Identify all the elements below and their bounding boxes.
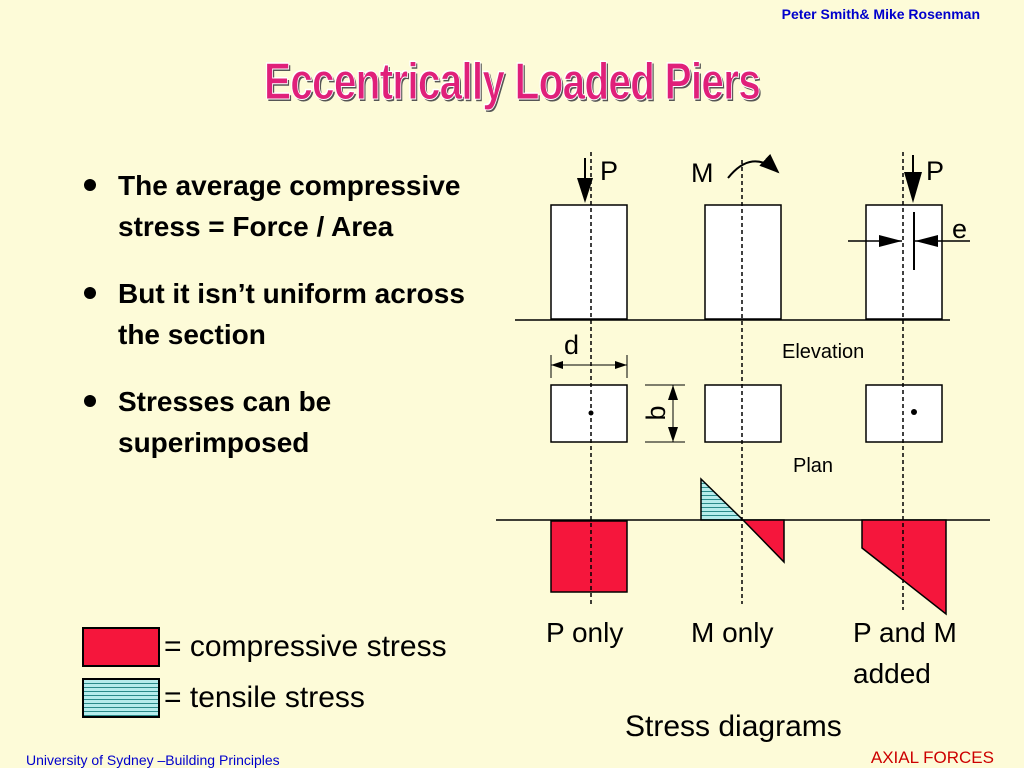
- label-plan: Plan: [793, 455, 833, 477]
- author-credit: Peter Smith& Mike Rosenman: [781, 6, 980, 22]
- pier-plan-pm: [865, 384, 943, 443]
- bullet-dot-icon: [84, 179, 96, 191]
- bullet-text: The average compressive stress = Force /…: [118, 170, 461, 242]
- pm-added-stress-block: [861, 519, 947, 616]
- bullet-text: Stresses can be superimposed: [118, 386, 332, 458]
- label-m: M: [691, 158, 714, 188]
- label-m-only: M only: [691, 617, 773, 648]
- load-arrow-p-icon: [577, 178, 593, 203]
- moment-arrow-icon: [727, 153, 780, 179]
- label-elevation: Elevation: [782, 341, 864, 363]
- b-arrow-top-icon: [668, 385, 678, 400]
- e-arrow-right-icon: [915, 235, 938, 247]
- bullet-list: The average compressive stress = Force /…: [84, 165, 484, 489]
- label-d: d: [564, 330, 579, 360]
- d-arrow-right-icon: [615, 361, 627, 369]
- compressive-label: = compressive stress: [164, 630, 447, 663]
- label-p-right: P: [926, 156, 944, 186]
- load-point-pm: [911, 409, 917, 415]
- bullet-dot-icon: [84, 287, 96, 299]
- bullet-item: The average compressive stress = Force /…: [84, 165, 484, 247]
- e-arrow-left-icon: [879, 235, 902, 247]
- pier-elevation-m: [704, 204, 782, 320]
- label-p-left: P: [600, 156, 618, 186]
- slide-title: Eccentrically Loaded Piers: [264, 53, 762, 112]
- bullet-dot-icon: [84, 395, 96, 407]
- footer-university: University of Sydney –Building Principle…: [26, 752, 280, 768]
- load-arrow-pm-icon: [904, 172, 922, 203]
- legend-tensile: = tensile stress: [82, 678, 365, 718]
- pier-elevation-p: [550, 204, 628, 320]
- label-pm-added-2: added: [853, 658, 931, 689]
- d-arrow-left-icon: [551, 361, 563, 369]
- label-pm-added-1: P and M: [853, 617, 957, 648]
- legend-compressive: = compressive stress: [82, 627, 447, 667]
- pier-elevation-pm: [865, 204, 943, 320]
- pier-plan-m: [704, 384, 782, 443]
- tensile-label: = tensile stress: [164, 681, 365, 714]
- m-only-tensile-triangle: [700, 477, 745, 521]
- m-only-compressive-triangle: [741, 519, 785, 564]
- label-b: b: [641, 405, 671, 420]
- bullet-item: But it isn’t uniform across the section: [84, 273, 484, 355]
- b-arrow-bottom-icon: [668, 427, 678, 442]
- footer-topic: AXIAL FORCES: [870, 748, 994, 767]
- label-stress-diagrams: Stress diagrams: [625, 710, 842, 743]
- label-p-only: P only: [546, 617, 623, 648]
- label-e: e: [952, 214, 967, 244]
- tensile-swatch: [82, 678, 160, 718]
- bullet-text: But it isn’t uniform across the section: [118, 278, 465, 350]
- compressive-swatch: [82, 627, 160, 667]
- bullet-item: Stresses can be superimposed: [84, 381, 484, 463]
- p-only-stress-block: [550, 520, 628, 593]
